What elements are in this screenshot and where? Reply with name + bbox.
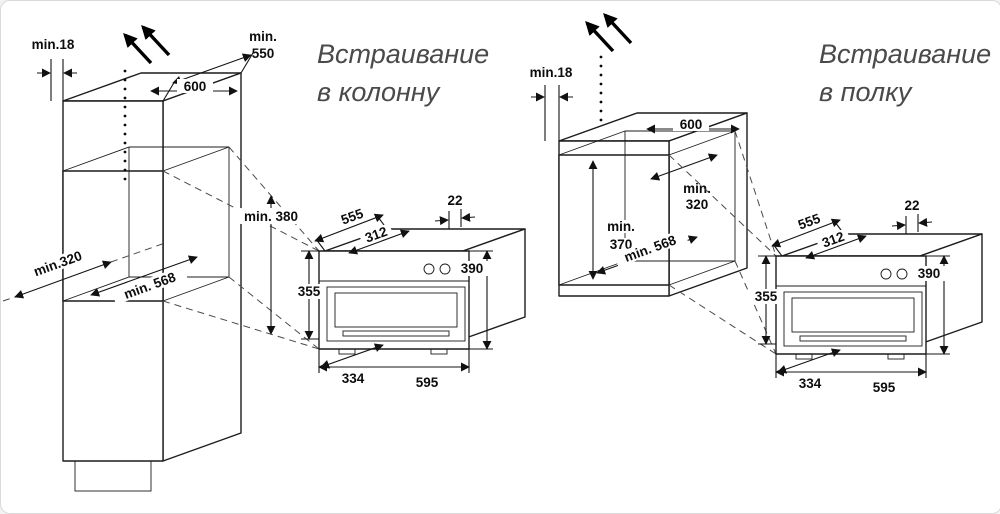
dim-355-label-left: 355 xyxy=(298,284,321,299)
ventilation-arrows-right xyxy=(585,12,633,53)
oven-drawing-right: 555 312 22 390 355 334 595 xyxy=(749,198,982,395)
title-column-line2: в колонну xyxy=(317,77,441,107)
oven-drawing-left: 555 312 22 390 355 334 595 xyxy=(292,193,525,390)
dim-380-label: min. 380 xyxy=(244,209,298,224)
dim-550-label-line2: 550 xyxy=(252,46,275,61)
dim-min18-right-label: min.18 xyxy=(530,65,573,80)
dim-width-600-right: 600 xyxy=(646,117,740,134)
dim-312-label-left: 312 xyxy=(363,224,389,246)
dim-390-label-right: 390 xyxy=(918,266,941,281)
dim-min18-left-label: min.18 xyxy=(32,37,75,52)
dim-600-right-label: 600 xyxy=(680,117,703,132)
panel-shelf: Встраивание в полку xyxy=(530,12,991,395)
dim-334-label-right: 334 xyxy=(799,376,822,391)
dim-390-label-left: 390 xyxy=(461,261,484,276)
dim-334-label-left: 334 xyxy=(342,371,365,386)
title-column-line1: Встраивание xyxy=(317,39,489,69)
dim-niche-height-380: min. 380 xyxy=(237,195,305,335)
projection-rays-right xyxy=(668,130,777,355)
dim-595-label-left: 595 xyxy=(416,375,439,390)
dim-320-right-label-line1: min. xyxy=(683,181,711,196)
dim-550-label-line1: min. xyxy=(249,29,277,44)
dim-shelf-depth-320: min. 320 xyxy=(650,153,718,212)
column-cabinet-drawing xyxy=(62,72,242,492)
dim-22-label-left: 22 xyxy=(447,193,462,208)
dim-370-label-line1: min. xyxy=(607,219,635,234)
dim-555-label-right: 555 xyxy=(796,211,823,233)
dim-312-label-right: 312 xyxy=(820,229,846,251)
dim-gap-top-right: min.18 xyxy=(530,65,573,141)
shelf-cabinet-drawing xyxy=(558,112,748,297)
dim-depth-550: min. 550 xyxy=(162,29,277,102)
title-shelf-line2: в полку xyxy=(819,77,913,107)
dim-22-label-right: 22 xyxy=(904,198,919,213)
dim-595-label-right: 595 xyxy=(873,380,896,395)
panel-column: Встраивание в колонну xyxy=(2,24,525,492)
dim-gap-top-left: min.18 xyxy=(32,37,77,101)
dim-320-right-label-line2: 320 xyxy=(686,197,709,212)
title-shelf-line1: Встраивание xyxy=(819,39,991,69)
dim-555-label-left: 555 xyxy=(339,206,366,228)
dim-600-left-label: 600 xyxy=(184,79,207,94)
ventilation-arrows-left xyxy=(123,24,171,65)
dim-355-label-right: 355 xyxy=(755,289,778,304)
dim-width-600-left: 600 xyxy=(150,79,238,96)
